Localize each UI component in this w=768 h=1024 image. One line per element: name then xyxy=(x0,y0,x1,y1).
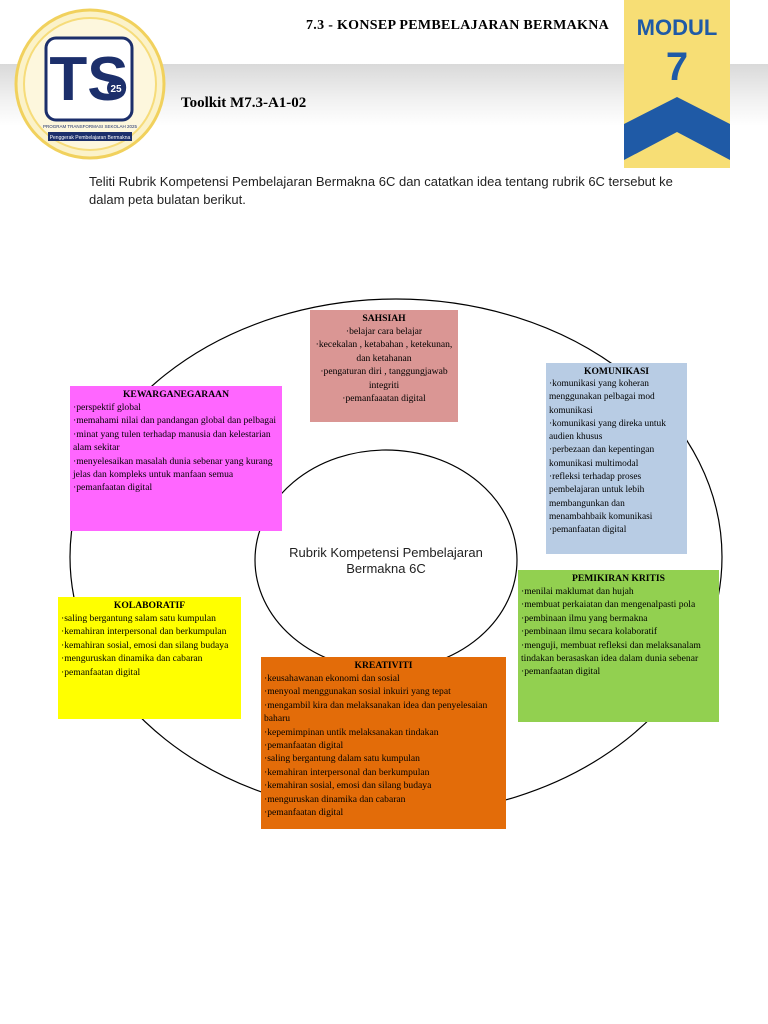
box-item: pembinaan ilmu yang bermakna xyxy=(521,612,716,625)
box-pemikiran-kritis: PEMIKIRAN KRITIS menilai maklumat dan hu… xyxy=(518,570,719,722)
box-item: pemanfaatan digital xyxy=(264,739,503,752)
toolkit-title: Toolkit M7.3-A1-02 xyxy=(181,95,307,111)
box-item: refleksi terhadap proses pembelajaran un… xyxy=(549,471,684,524)
box-item: kecekalan , ketabahan , ketekunan, dan k… xyxy=(313,338,455,365)
box-item: menilai maklumat dan hujah xyxy=(521,585,716,598)
box-item: kepemimpinan untik melaksanakan tindakan xyxy=(264,726,503,739)
box-item: pemanfaatan digital xyxy=(61,666,238,679)
logo-ribbon-caption: Penggerak Pembelajaran Bermakna xyxy=(50,135,131,141)
box-kreativiti: KREATIVITI keusahawanan ekonomi dan sosi… xyxy=(261,657,506,829)
box-item: pembinaan ilmu secara kolaboratif xyxy=(521,625,716,638)
box-title: KOMUNIKASI xyxy=(583,366,650,377)
box-item: pengaturan diri , tanggungjawab integrit… xyxy=(313,365,455,392)
box-item: memahami nilai dan pandangan global dan … xyxy=(73,414,279,427)
box-title: KREATIVITI xyxy=(354,660,413,671)
box-item: menguji, membuat refleksi dan melaksanal… xyxy=(521,639,716,666)
box-item: menyelesaikan masalah dunia sebenar yang… xyxy=(73,455,279,482)
box-item: perspektif global xyxy=(73,401,279,414)
box-title: KEWARGANEGARAAN xyxy=(122,389,230,400)
badge-number: 7 xyxy=(666,45,688,89)
box-item: keusahawanan ekonomi dan sosial xyxy=(264,672,503,685)
chevron-up-icon xyxy=(624,97,730,160)
box-sahsiah: SAHSIAH belajar cara belajar kecekalan ,… xyxy=(310,310,458,422)
box-item: menguruskan dinamika dan cabaran xyxy=(61,652,238,665)
modul-7-badge: MODUL 7 xyxy=(624,0,730,168)
box-item: mengambil kira dan melaksanakan idea dan… xyxy=(264,699,503,726)
box-item: kemahiran interpersonal dan berkumpulan xyxy=(264,766,503,779)
box-title: KOLABORATIF xyxy=(113,600,186,611)
box-item: belajar cara belajar xyxy=(313,325,455,338)
box-item: komunikasi yang koheran menggunakan pelb… xyxy=(549,378,684,418)
box-item: pemanfaatan digital xyxy=(264,806,503,819)
box-item: membuat perkaiatan dan mengenalpasti pol… xyxy=(521,598,716,611)
box-item: pemanfaatan digital xyxy=(521,665,716,678)
box-item: menguruskan dinamika dan cabaran xyxy=(264,793,503,806)
box-item: saling bergantung salam satu kumpulan xyxy=(61,612,238,625)
box-kolaboratif: KOLABORATIF saling bergantung salam satu… xyxy=(58,597,241,719)
box-komunikasi: KOMUNIKASI komunikasi yang koheran mengg… xyxy=(546,363,687,554)
module-title: 7.3 - KONSEP PEMBELAJARAN BERMAKNA xyxy=(306,18,610,33)
box-item: pemanfaatan digital xyxy=(73,481,279,494)
box-item: menyoal menggunakan sosial inkuiri yang … xyxy=(264,685,503,698)
box-item: pemanfaaatan digital xyxy=(313,392,455,405)
box-kewarganegaraan: KEWARGANEGARAAN perspektif global memaha… xyxy=(70,386,282,531)
instruction-text: Teliti Rubrik Kompetensi Pembelajaran Be… xyxy=(89,174,673,207)
box-item: saling bergantung dalam satu kumpulan xyxy=(264,752,503,765)
box-item: komunikasi yang direka untuk audien khus… xyxy=(549,418,684,445)
center-label: Rubrik Kompetensi Pembelajaran Bermakna … xyxy=(289,545,483,576)
box-item: minat yang tulen terhadap manusia dan ke… xyxy=(73,428,279,455)
logo-25-text: 25 xyxy=(110,84,122,95)
box-item: perbezaan dan kepentingan komunikasi mul… xyxy=(549,444,684,471)
box-title: PEMIKIRAN KRITIS xyxy=(571,573,666,584)
box-item: pemanfaatan digital xyxy=(549,524,684,537)
logo-program-caption: PROGRAM TRANSFORMASI SEKOLAH 2025 xyxy=(43,124,137,129)
box-item: kemahiran sosial, emosi dan silang buday… xyxy=(61,639,238,652)
badge-word: MODUL xyxy=(637,15,718,40)
box-item: kemahiran interpersonal dan berkumpulan xyxy=(61,625,238,638)
box-title: SAHSIAH xyxy=(362,313,406,324)
ts25-logo: TS 25 PROGRAM TRANSFORMASI SEKOLAH 2025 … xyxy=(14,8,166,160)
box-item: kemahiran sosial, emosi dan silang buday… xyxy=(264,779,503,792)
